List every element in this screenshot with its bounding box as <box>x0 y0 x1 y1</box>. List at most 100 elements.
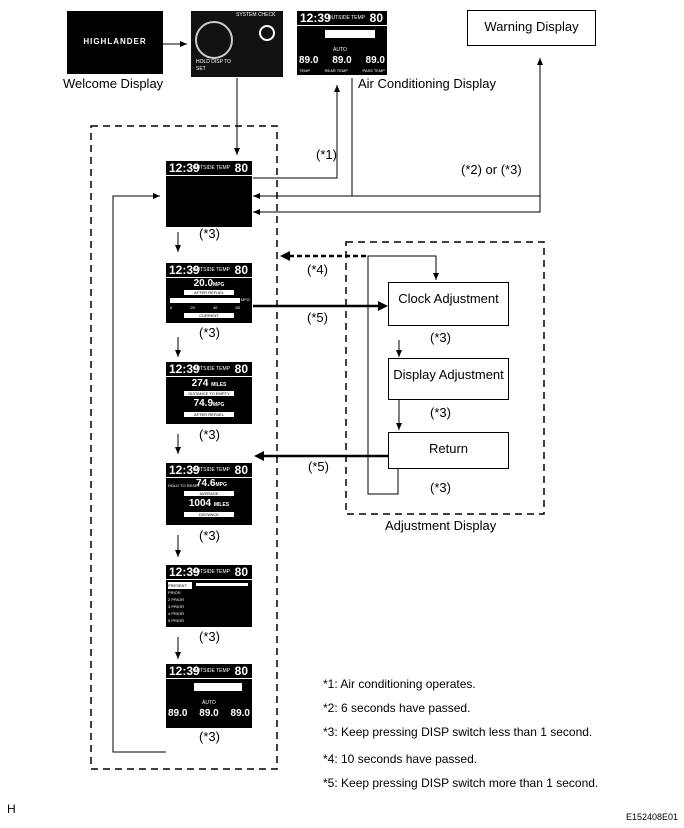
outside-temp-label: OUTSIDE TEMP <box>192 569 230 575</box>
main-display-frame <box>90 125 278 770</box>
system-check-hold: HOLD DISP TO SET <box>196 59 232 72</box>
history-row: 2 PRIOR <box>168 597 185 602</box>
mark-3: (*3) <box>430 480 451 495</box>
outside-temp-value: 80 <box>234 362 248 376</box>
ac-rear-temp-value: 89.0 <box>332 55 352 66</box>
mpg-unit: MPG <box>213 282 225 288</box>
bar-unit: MPG <box>240 297 250 302</box>
clock-text: 12:39 <box>169 565 200 579</box>
note-2: *2: 6 seconds have passed. <box>323 701 471 715</box>
mark-3: (*3) <box>430 330 451 345</box>
ac-auto: AUTO <box>202 700 216 706</box>
clock-text: 12:39 <box>169 664 200 678</box>
tick-20: 20 <box>190 305 195 310</box>
mark-4: (*4) <box>307 262 328 277</box>
mark-3: (*3) <box>199 528 220 543</box>
clock-text: 12:39 <box>169 463 200 477</box>
return-label: Return <box>428 441 469 456</box>
ac-pass-temp-value: 89.0 <box>365 55 385 66</box>
ac-cap-pass: PASS TEMP <box>362 68 385 73</box>
outside-temp-label: OUTSIDE TEMP <box>192 668 230 674</box>
screen-clock: 12:39 OUTSIDE TEMP 80 <box>166 161 252 227</box>
average-value: 74.6MPG <box>196 478 227 489</box>
warning-display-box: Warning Display <box>467 10 596 46</box>
outside-temp-value: 80 <box>234 565 248 579</box>
ac-rear-temp-value: 89.0 <box>199 708 219 719</box>
mark-3: (*3) <box>199 729 220 744</box>
warning-label: Warning Display <box>484 19 579 34</box>
outside-temp-value: 80 <box>234 161 248 175</box>
range-number: 274 <box>191 378 209 389</box>
distance-unit: MILES <box>213 502 230 508</box>
ac-label: Air Conditioning Display <box>358 76 497 91</box>
mark-3: (*3) <box>199 427 220 442</box>
outside-temp-value: 80 <box>234 463 248 477</box>
gauge-dial <box>195 21 233 59</box>
ac-fan-bar <box>325 30 375 38</box>
current-mpg-bar <box>170 298 240 303</box>
welcome-label: Welcome Display <box>63 76 164 91</box>
target-icon <box>259 25 275 41</box>
mark-3: (*3) <box>430 405 451 420</box>
average-unit: MPG <box>215 482 227 488</box>
clock-text: 12:39 <box>169 263 200 277</box>
ac-auto: AUTO <box>333 47 347 53</box>
history-row: PRESENT <box>168 582 192 589</box>
ac-caps: TEMP REAR TEMP PASS TEMP <box>299 68 385 73</box>
history-rows: PRESENT PRIOR 2 PRIOR 3 PRIOR 4 PRIOR 5 … <box>168 582 249 624</box>
ac-temp: 80 <box>369 11 383 25</box>
note-4: *4: 10 seconds have passed. <box>323 752 478 766</box>
refuel-mpg-number: 74.9 <box>193 398 214 409</box>
welcome-screen: HIGHLANDER <box>67 11 163 74</box>
history-bar-present <box>196 583 248 586</box>
screen-range: 12:39 OUTSIDE TEMP 80 274 MILES DISTANCE… <box>166 362 252 424</box>
outside-temp-value: 80 <box>234 664 248 678</box>
screen-ac: 12:39 OUTSIDE TEMP 80 AUTO 89.0 89.0 89.… <box>166 664 252 728</box>
return-box: Return <box>388 432 509 469</box>
mpg-value: 20.0 <box>193 278 214 289</box>
distance-value: 1004 MILES <box>166 498 252 509</box>
outside-temp-value: 80 <box>234 263 248 277</box>
outside-temp-label: OUTSIDE TEMP <box>192 267 230 273</box>
ac-temp-value: 89.0 <box>168 708 188 719</box>
ac-pass-temp-value: 89.0 <box>230 708 250 719</box>
note-3: *3: Keep pressing DISP switch less than … <box>323 725 593 739</box>
welcome-brand: HIGHLANDER <box>83 37 147 46</box>
hold-to-reset: HOLD TO RESET <box>168 483 201 488</box>
range-unit: MILES <box>211 382 227 388</box>
ac-fan-bar <box>194 683 242 691</box>
after-refuel-value: 20.0MPG <box>166 278 252 289</box>
refuel-mpg-unit: MPG <box>213 402 225 408</box>
system-check-title: SYSTEM CHECK <box>236 12 276 18</box>
display-adjustment-label: Display Adjustment <box>393 367 504 382</box>
distance-caption: DISTANCE <box>184 512 234 517</box>
note-1: *1: Air conditioning operates. <box>323 677 476 691</box>
mark-5: (*5) <box>307 310 328 325</box>
screen-average: 12:39 OUTSIDE TEMP 80 HOLD TO RESET 74.6… <box>166 463 252 525</box>
ac-temp-value: 89.0 <box>299 55 319 66</box>
history-row: 5 PRIOR <box>168 618 185 623</box>
ac-vals: 89.0 89.0 89.0 <box>168 708 250 719</box>
clock-text: 12:39 <box>169 362 200 376</box>
mark-1: (*1) <box>316 147 337 162</box>
average-caption: AVERAGE <box>184 491 234 496</box>
range-caption: DISTANCE TO EMPTY <box>184 391 234 396</box>
clock-adjustment-label: Clock Adjustment <box>398 291 499 306</box>
ac-clock: 12:39 <box>300 11 331 25</box>
ac-display-top: 12:39 OUTSIDE TEMP 80 AUTO 89.0 89.0 89.… <box>297 11 387 75</box>
mark-2-or-3: (*2) or (*3) <box>461 162 522 177</box>
distance-number: 1004 <box>188 498 212 509</box>
outside-temp-label: OUTSIDE TEMP <box>192 467 230 473</box>
refuel-mpg: 74.9MPG <box>166 398 252 409</box>
display-adjustment-box: Display Adjustment <box>388 358 509 400</box>
ac-cap-temp: TEMP <box>299 68 311 73</box>
average-number: 74.6 <box>196 478 216 489</box>
tick-60: 60 <box>235 305 240 310</box>
adjustment-display-frame <box>345 241 545 515</box>
note-5: *5: Keep pressing DISP switch more than … <box>323 776 599 790</box>
mark-5: (*5) <box>308 459 329 474</box>
adjustment-display-label: Adjustment Display <box>385 518 497 533</box>
mark-3: (*3) <box>199 325 220 340</box>
clock-adjustment-box: Clock Adjustment <box>388 282 509 326</box>
